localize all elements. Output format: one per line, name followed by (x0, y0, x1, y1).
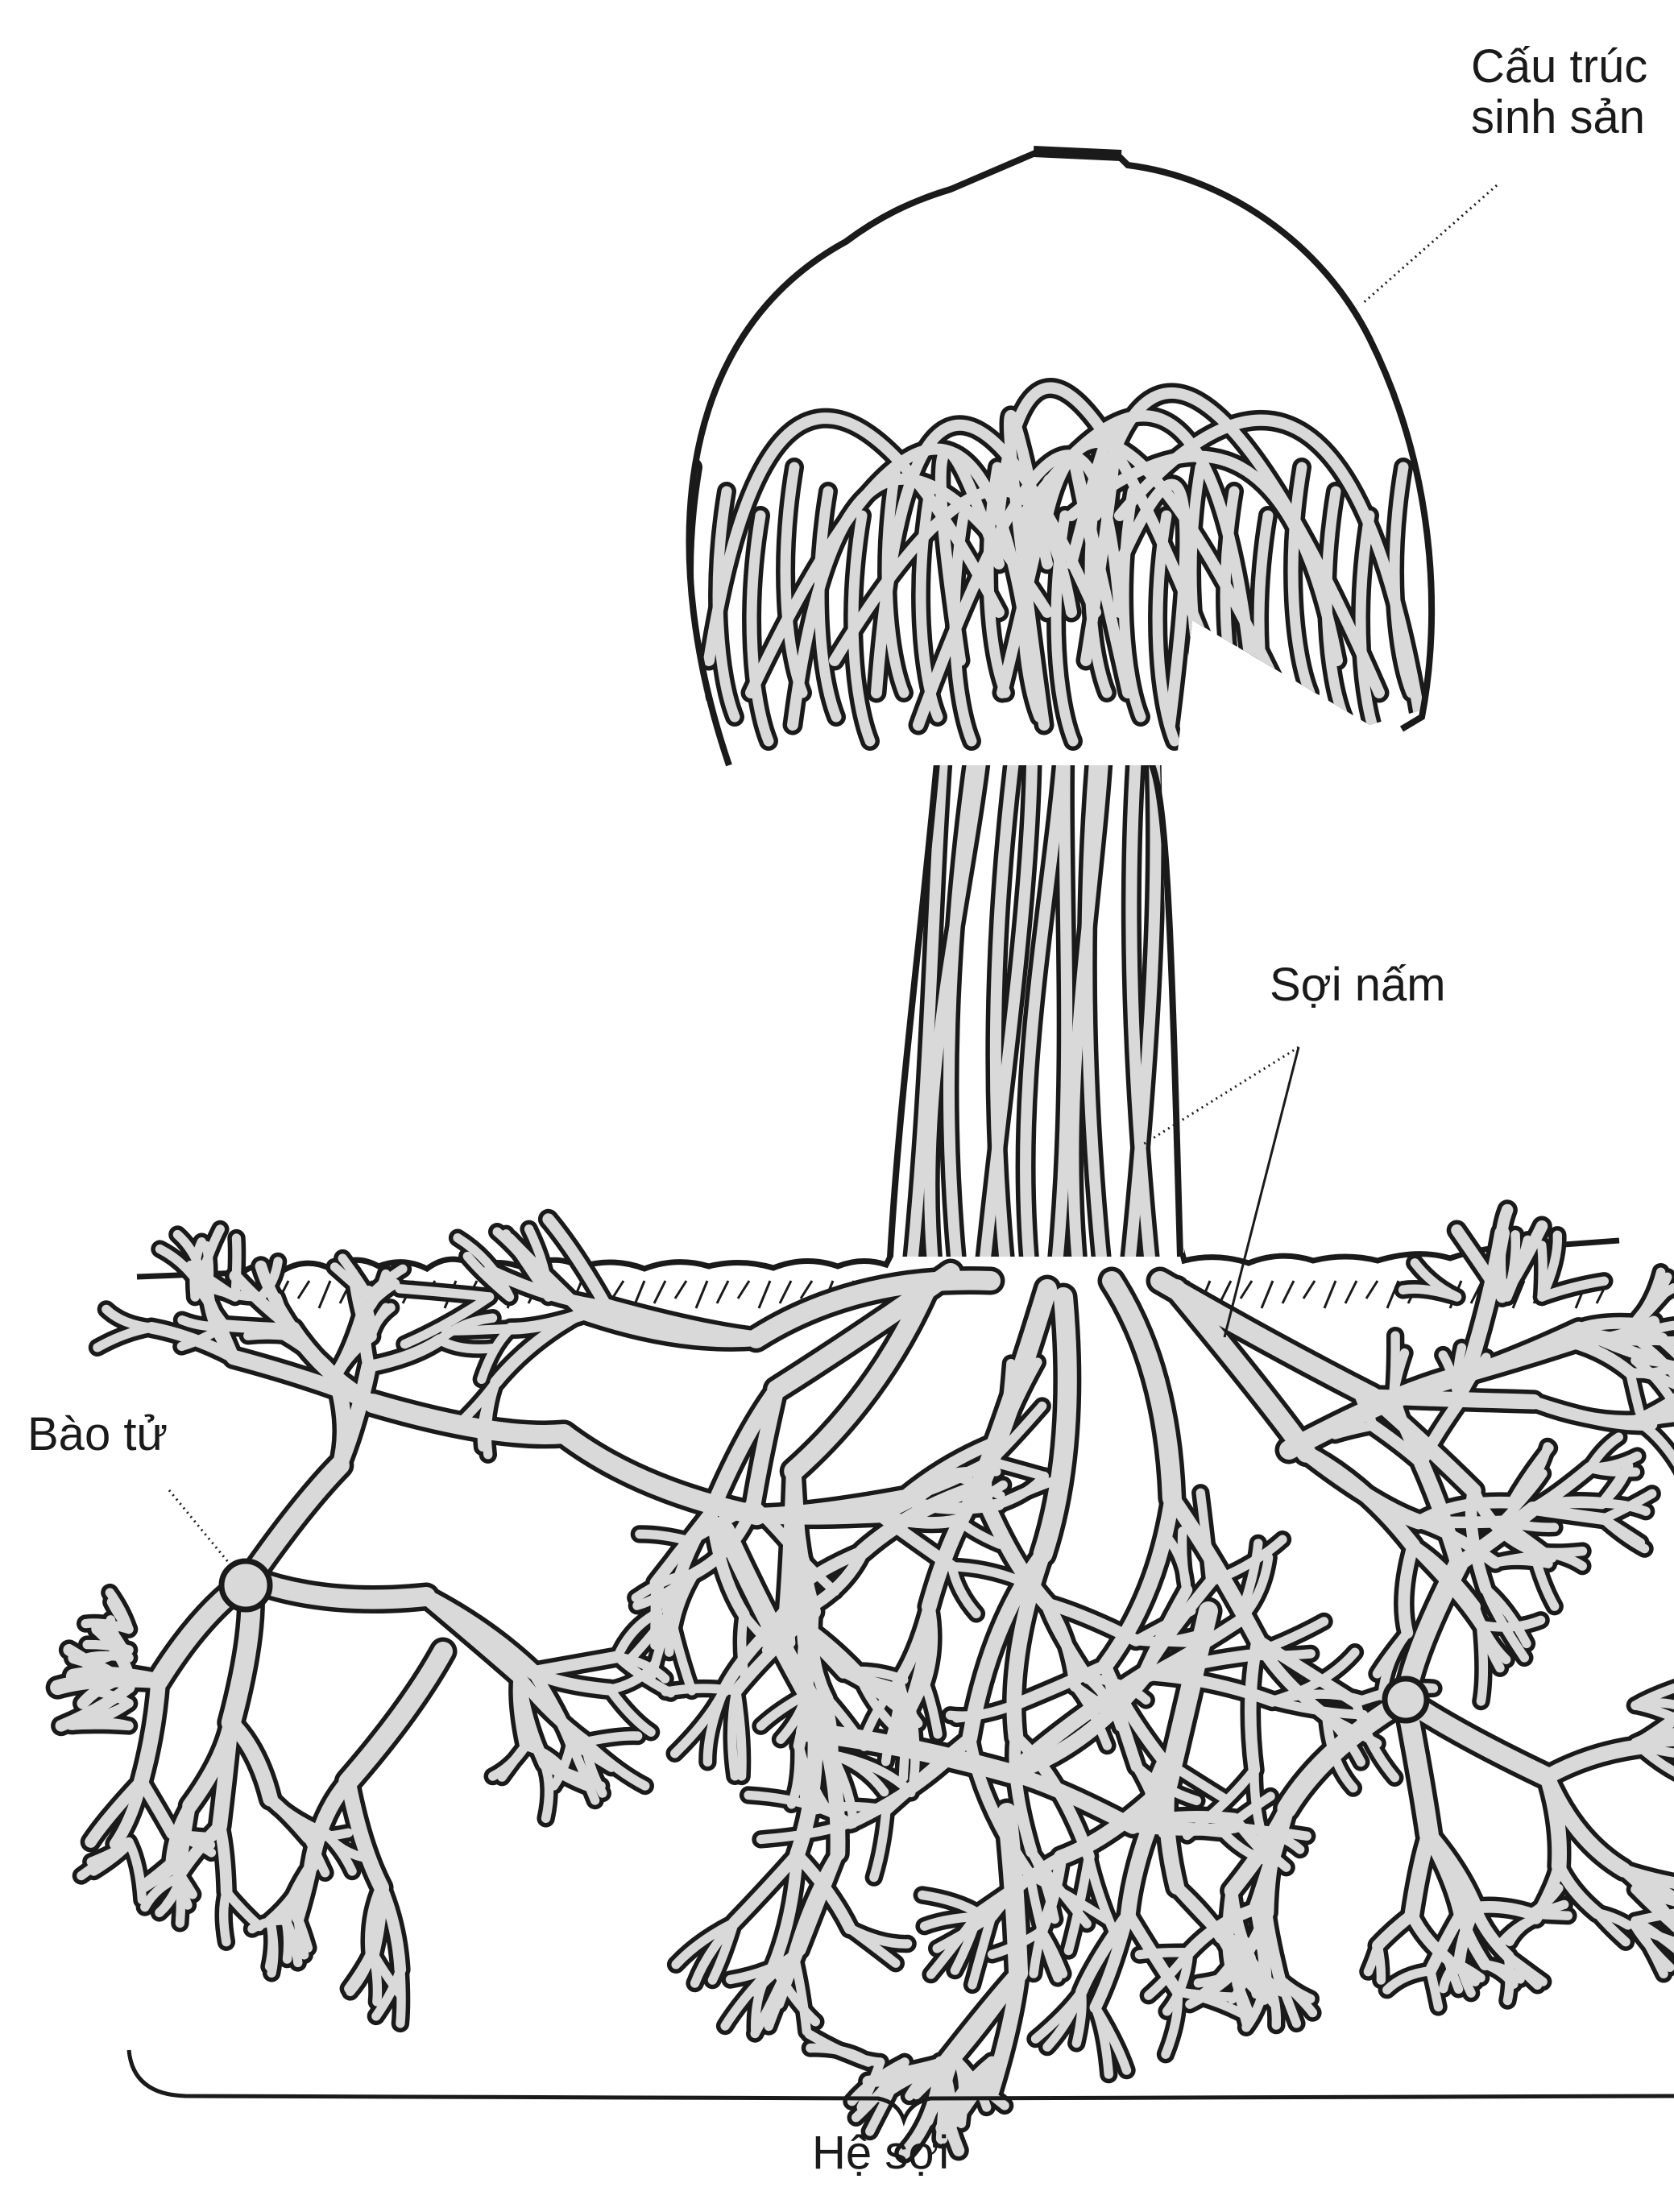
spore-label: Bào tử (27, 1410, 168, 1460)
reproductive-label-line1: Cấu trúc (1471, 42, 1647, 93)
leader-spore (169, 1490, 232, 1567)
leader-reproductive (1361, 185, 1497, 304)
reproductive-label-line2: sinh sản (1471, 93, 1647, 143)
spore-right (1385, 1679, 1427, 1721)
mushroom-cap (684, 151, 1432, 769)
reproductive-structure-label: Cấu trúc sinh sản (1471, 42, 1647, 143)
mycelium-label: Hệ sợi (812, 2128, 949, 2179)
hypha-label: Sợi nấm (1270, 960, 1446, 1011)
spore-left (222, 1561, 270, 1609)
